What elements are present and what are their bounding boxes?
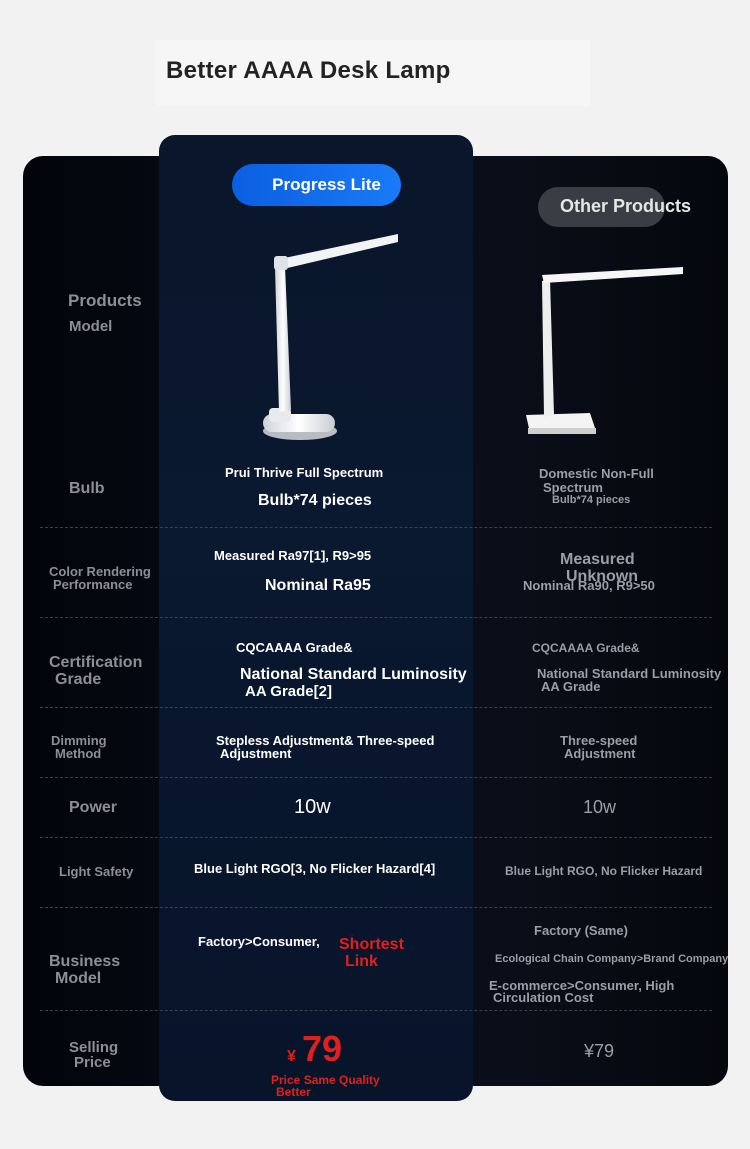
business-primary-highlight1: Shortest	[339, 936, 404, 953]
dim-primary-line1: Stepless Adjustment& Three-speed	[216, 733, 435, 748]
title-band	[155, 40, 590, 106]
business-other-line2: Ecological Chain Company>Brand Company	[495, 953, 729, 965]
price-primary-note1: Price Same Quality	[271, 1073, 380, 1087]
safety-other: Blue Light RGO, No Flicker Hazard	[505, 864, 703, 878]
bulb-other-line3: Bulb*74 pieces	[552, 494, 631, 506]
highlight-column	[159, 135, 473, 1101]
cert-other-line1: CQCAAAA Grade&	[532, 641, 640, 655]
color-other-line2: Unknown	[566, 568, 638, 585]
price-primary-note2: Better	[276, 1085, 311, 1099]
color-other-line1: Measured	[560, 551, 635, 568]
row-divider	[40, 1010, 712, 1011]
color-primary-line2: Nominal Ra95	[265, 577, 371, 594]
label-method: Method	[55, 746, 102, 761]
product-tab-primary-label: Progress Lite	[272, 175, 381, 194]
business-primary-highlight2: Link	[345, 953, 378, 970]
product-tab-primary: Progress Lite	[232, 164, 401, 206]
row-divider	[40, 527, 712, 528]
label-bulb: Bulb	[69, 480, 105, 497]
label-business-model: Model	[55, 970, 102, 987]
cert-primary-line2: National Standard Luminosity	[240, 666, 467, 683]
label-power: Power	[69, 799, 118, 816]
row-divider	[40, 707, 712, 708]
product-tab-other-label: Other Products	[560, 196, 692, 216]
price-primary-value: 79	[302, 1028, 343, 1069]
price-primary-currency: ¥	[287, 1048, 296, 1065]
label-performance: Performance	[53, 577, 133, 592]
row-divider	[40, 617, 712, 618]
label-products: Products	[68, 291, 142, 310]
business-other-line4: Circulation Cost	[493, 990, 594, 1005]
label-dimming: Dimming	[51, 733, 107, 748]
cert-primary-line1: CQCAAAA Grade&	[236, 640, 353, 655]
primary-lamp-image	[263, 234, 398, 440]
safety-primary: Blue Light RGO[3, No Flicker Hazard[4]	[194, 861, 436, 876]
bulb-primary-line1: Prui Thrive Full Spectrum	[225, 465, 384, 480]
power-primary: 10w	[294, 796, 331, 818]
color-other-line3: Nominal Ra90, R9>50	[523, 578, 655, 593]
row-divider	[40, 777, 712, 778]
dim-primary-line2: Adjustment	[220, 746, 292, 761]
cert-other-line2: National Standard Luminosity	[537, 666, 722, 681]
product-tab-other	[538, 187, 665, 227]
label-model: Model	[69, 318, 113, 335]
row-divider	[40, 837, 712, 838]
power-other: 10w	[583, 797, 617, 817]
price-other: ¥79	[584, 1041, 615, 1061]
cert-other-line3: AA Grade	[541, 679, 601, 694]
page-title: Better AAAA Desk Lamp	[166, 57, 451, 84]
label-price: Price	[74, 1054, 111, 1071]
cert-primary-line3: AA Grade[2]	[245, 683, 332, 700]
label-selling: Selling	[69, 1039, 119, 1056]
bulb-other-line1: Domestic Non-Full	[539, 466, 654, 481]
dim-other-line1: Three-speed	[560, 733, 638, 748]
other-lamp-image	[526, 267, 683, 434]
bulb-other-line2: Spectrum	[543, 480, 603, 495]
label-grade: Grade	[55, 671, 102, 688]
business-primary-line1: Factory>Consumer,	[198, 934, 320, 949]
label-color-rendering: Color Rendering	[49, 564, 151, 579]
bulb-primary-line2: Bulb*74 pieces	[258, 492, 372, 509]
business-other-line3: E-commerce>Consumer, High	[489, 978, 675, 993]
label-certification: Certification	[49, 654, 143, 671]
row-divider	[40, 907, 712, 908]
label-business: Business	[49, 953, 121, 970]
business-other-line1: Factory (Same)	[534, 923, 628, 938]
dim-other-line2: Adjustment	[564, 746, 636, 761]
label-light-safety: Light Safety	[59, 864, 134, 879]
color-primary-line1: Measured Ra97[1], R9>95	[214, 548, 372, 563]
